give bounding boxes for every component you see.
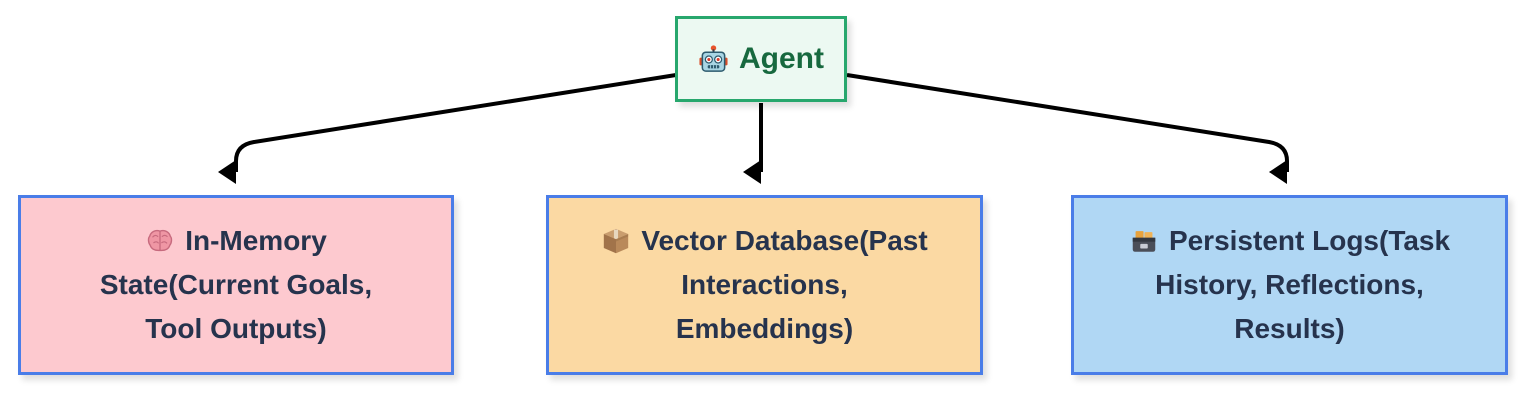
card-file-box-icon: [1129, 226, 1159, 256]
node-persistent-logs: Persistent Logs(Task History, Reflection…: [1071, 195, 1508, 375]
edge-agent-to-persistent-logs: [846, 73, 1289, 184]
edge-agent-to-in-memory-state: [218, 73, 677, 184]
node-memory-line-3: Tool Outputs): [145, 313, 327, 344]
robot-icon: [698, 44, 729, 75]
node-logs-line-2: History, Reflections,: [1155, 269, 1424, 300]
node-vectordb-line-1: Vector Database(Past: [641, 225, 928, 256]
package-icon: [601, 226, 631, 256]
node-vectordb-line-3: Embeddings): [675, 313, 854, 344]
brain-icon: [145, 226, 175, 256]
node-memory-line-1: In-Memory: [185, 225, 327, 256]
node-agent: Agent: [675, 16, 847, 102]
node-in-memory-state: In-Memory State(Current Goals, Tool Outp…: [18, 195, 454, 375]
node-memory-line-2: State(Current Goals,: [99, 269, 373, 300]
node-logs-line-1: Persistent Logs(Task: [1168, 225, 1451, 256]
node-vectordb-line-2: Interactions,: [681, 269, 848, 300]
node-logs-line-3: Results): [1234, 313, 1345, 344]
node-vector-database: Vector Database(Past Interactions, Embed…: [546, 195, 983, 375]
node-agent-label: Agent: [739, 42, 824, 75]
